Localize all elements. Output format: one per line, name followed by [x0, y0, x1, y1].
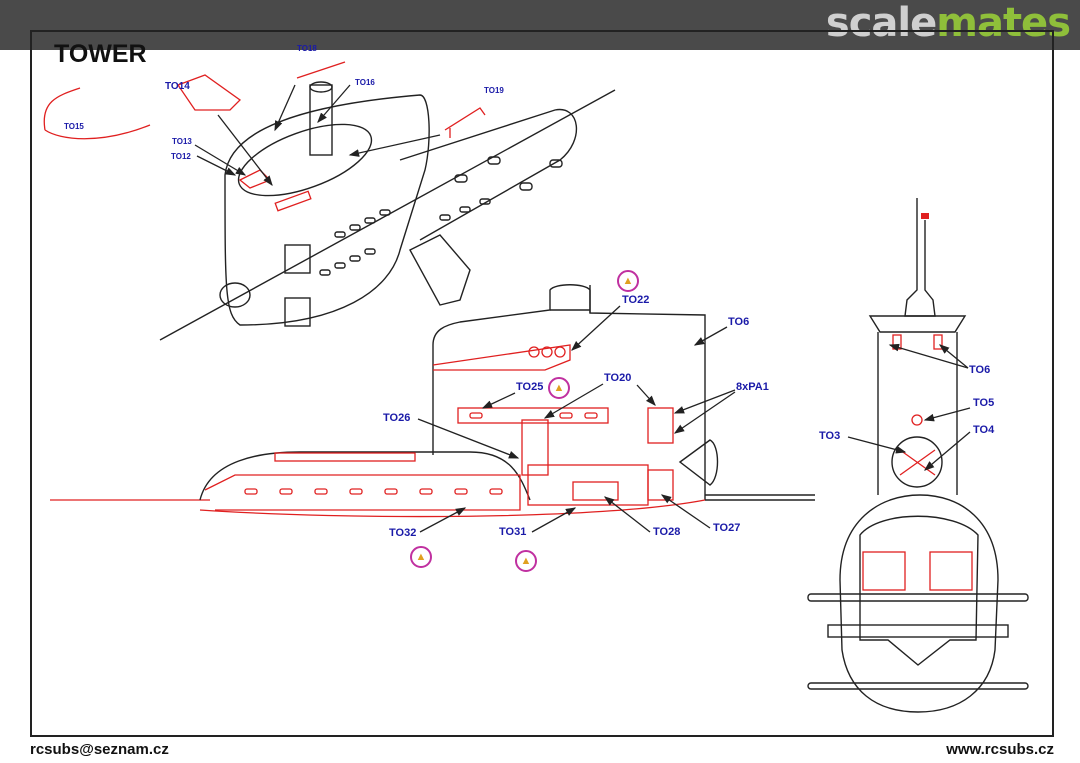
label-to12: TO12	[171, 152, 191, 161]
label-to22: TO22	[622, 294, 650, 306]
glue-icon: ▲	[515, 550, 537, 572]
logo-text-2: mates	[936, 0, 1071, 46]
label-to15: TO15	[64, 122, 84, 131]
glue-icon: ▲	[548, 377, 570, 399]
label-to6-front: TO6	[969, 364, 991, 376]
label-to13: TO13	[172, 137, 192, 146]
label-to32: TO32	[389, 527, 417, 539]
glue-icon: ▲	[410, 546, 432, 568]
label-to3: TO3	[819, 430, 841, 442]
label-to18: TO18	[297, 44, 317, 53]
label-to28: TO28	[653, 526, 681, 538]
footer-website: www.rcsubs.cz	[946, 741, 1054, 758]
front-tower-view	[807, 198, 1029, 713]
isometric-tower-view	[43, 61, 616, 341]
label-to26: TO26	[383, 412, 411, 424]
label-to19: TO19	[484, 86, 504, 95]
logo-text-1: scale	[825, 0, 937, 46]
top-bar: scalemates	[0, 0, 1080, 50]
glue-icon: ▲	[617, 270, 639, 292]
page-title: TOWER	[54, 40, 147, 68]
side-tower-view	[50, 284, 815, 533]
label-8xpa1: 8xPA1	[736, 381, 769, 393]
sheet-frame	[30, 30, 1054, 737]
label-to16: TO16	[355, 78, 375, 87]
label-to25: TO25	[516, 381, 544, 393]
footer-email: rcsubs@seznam.cz	[30, 741, 169, 758]
label-to31: TO31	[499, 526, 527, 538]
label-to4: TO4	[973, 424, 995, 436]
label-to14: TO14	[165, 81, 190, 92]
label-to6: TO6	[728, 316, 750, 328]
scalemates-logo: scalemates	[825, 0, 1071, 46]
label-to5: TO5	[973, 397, 995, 409]
label-to20: TO20	[604, 372, 632, 384]
label-to27: TO27	[713, 522, 741, 534]
